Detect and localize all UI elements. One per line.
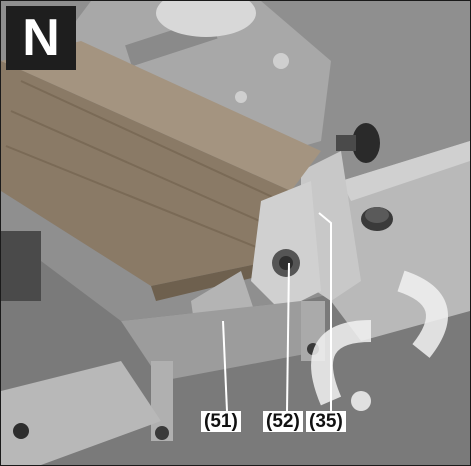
callout-51: (51) bbox=[201, 411, 241, 432]
callout-52: (52) bbox=[263, 411, 303, 432]
figure-label: N bbox=[6, 6, 76, 70]
callout-35: (35) bbox=[306, 411, 346, 432]
